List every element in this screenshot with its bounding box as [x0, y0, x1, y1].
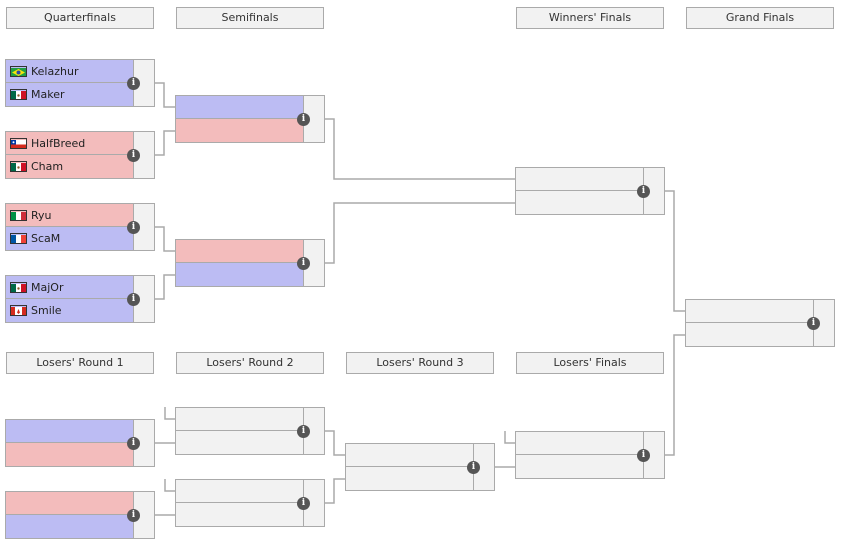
match-info-icon[interactable]: i: [127, 437, 140, 450]
round-header-losers-finals: Losers' Finals: [516, 352, 664, 374]
player-slot[interactable]: [346, 444, 473, 467]
mexico-flag-icon: [10, 161, 27, 172]
match-info-icon[interactable]: i: [637, 449, 650, 462]
player-slot[interactable]: [346, 467, 473, 490]
match-info-icon[interactable]: i: [127, 293, 140, 306]
player-name: Ryu: [31, 209, 52, 222]
player-name: Maker: [31, 88, 65, 101]
mexico-flag-icon: [10, 282, 27, 293]
mexico-flag-icon: [10, 89, 27, 100]
player-slot[interactable]: [516, 432, 643, 455]
brazil-flag-icon: [10, 66, 27, 77]
player-slot[interactable]: [516, 168, 643, 191]
player-slot[interactable]: [176, 263, 303, 286]
player-slot[interactable]: [686, 323, 813, 346]
match-info-icon[interactable]: i: [127, 77, 140, 90]
match-info-icon[interactable]: i: [297, 425, 310, 438]
match-losers-round-3[interactable]: i: [345, 443, 495, 491]
france-flag-icon: [10, 233, 27, 244]
match-losers-round-2-1[interactable]: i: [175, 407, 325, 455]
player-slot[interactable]: [6, 515, 133, 538]
match-info-icon[interactable]: i: [807, 317, 820, 330]
round-header-quarterfinals: Quarterfinals: [6, 7, 154, 29]
match-quarterfinal-4[interactable]: MajOr Smile i: [5, 275, 155, 323]
player-slot[interactable]: Maker: [6, 83, 133, 106]
match-losers-finals[interactable]: i: [515, 431, 665, 479]
player-slot[interactable]: ScaM: [6, 227, 133, 250]
italy-flag-icon: [10, 210, 27, 221]
player-slot[interactable]: Cham: [6, 155, 133, 178]
player-slot[interactable]: [6, 492, 133, 515]
match-winners-finals[interactable]: i: [515, 167, 665, 215]
match-info-icon[interactable]: i: [127, 509, 140, 522]
player-slot[interactable]: [176, 96, 303, 119]
player-slot[interactable]: [6, 443, 133, 466]
player-slot[interactable]: Ryu: [6, 204, 133, 227]
match-quarterfinal-1[interactable]: Kelazhur Maker i: [5, 59, 155, 107]
player-slot[interactable]: [516, 455, 643, 478]
round-header-semifinals: Semifinals: [176, 7, 324, 29]
player-name: ScaM: [31, 232, 61, 245]
match-info-icon[interactable]: i: [467, 461, 480, 474]
player-slot[interactable]: [176, 503, 303, 526]
player-slot[interactable]: Kelazhur: [6, 60, 133, 83]
player-name: MajOr: [31, 281, 64, 294]
player-slot[interactable]: [176, 480, 303, 503]
player-slot[interactable]: Smile: [6, 299, 133, 322]
player-slot[interactable]: [176, 240, 303, 263]
match-losers-round-2-2[interactable]: i: [175, 479, 325, 527]
player-slot[interactable]: [6, 420, 133, 443]
player-slot[interactable]: [176, 119, 303, 142]
match-semifinal-2[interactable]: i: [175, 239, 325, 287]
canada-flag-icon: [10, 305, 27, 316]
player-slot[interactable]: MajOr: [6, 276, 133, 299]
match-quarterfinal-2[interactable]: HalfBreed Cham i: [5, 131, 155, 179]
match-info-icon[interactable]: i: [297, 113, 310, 126]
player-slot[interactable]: HalfBreed: [6, 132, 133, 155]
match-grand-finals[interactable]: i: [685, 299, 835, 347]
player-name: HalfBreed: [31, 137, 86, 150]
round-header-winners-finals: Winners' Finals: [516, 7, 664, 29]
player-name: Kelazhur: [31, 65, 79, 78]
match-info-icon[interactable]: i: [127, 221, 140, 234]
match-info-icon[interactable]: i: [297, 257, 310, 270]
match-info-icon[interactable]: i: [297, 497, 310, 510]
player-slot[interactable]: [686, 300, 813, 323]
round-header-grand-finals: Grand Finals: [686, 7, 834, 29]
player-slot[interactable]: [176, 431, 303, 454]
match-losers-round-1-1[interactable]: i: [5, 419, 155, 467]
match-info-icon[interactable]: i: [127, 149, 140, 162]
match-semifinal-1[interactable]: i: [175, 95, 325, 143]
round-header-losers-round-2: Losers' Round 2: [176, 352, 324, 374]
player-slot[interactable]: [176, 408, 303, 431]
round-header-losers-round-1: Losers' Round 1: [6, 352, 154, 374]
match-quarterfinal-3[interactable]: Ryu ScaM i: [5, 203, 155, 251]
player-name: Smile: [31, 304, 62, 317]
player-slot[interactable]: [516, 191, 643, 214]
player-name: Cham: [31, 160, 64, 173]
match-info-icon[interactable]: i: [637, 185, 650, 198]
match-losers-round-1-2[interactable]: i: [5, 491, 155, 539]
chile-flag-icon: [10, 138, 27, 149]
round-header-losers-round-3: Losers' Round 3: [346, 352, 494, 374]
